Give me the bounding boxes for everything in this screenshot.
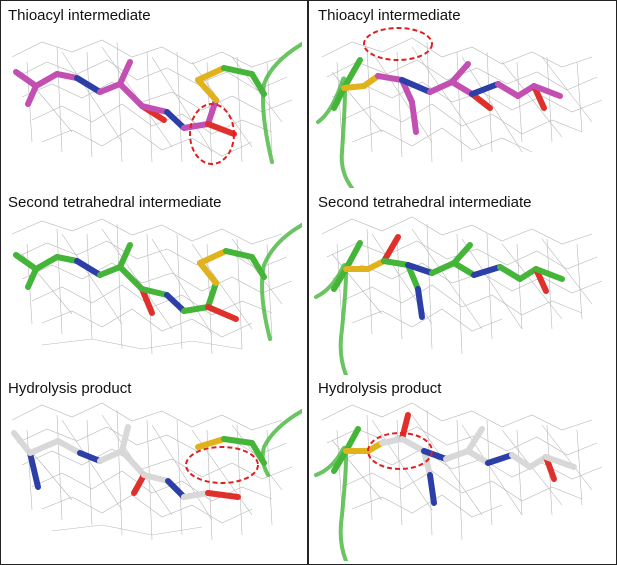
density-mesh [321, 216, 603, 355]
stick-model [13, 242, 267, 322]
highlight-circle [185, 446, 259, 484]
panel-thioacyl-left: Thioacyl intermediate [2, 2, 302, 188]
panel-label: Thioacyl intermediate [8, 7, 151, 24]
electron-density-model [314, 402, 603, 561]
panel-hydrolysis-left: Hydrolysis product [2, 375, 302, 561]
panel-thioacyl-right: Thioacyl intermediate [312, 2, 612, 188]
panel-second-tetrahedral-left: Second tetrahedral intermediate [2, 189, 302, 375]
highlight-circle [363, 27, 433, 61]
highlight-circle [189, 103, 235, 165]
density-mesh [11, 402, 293, 541]
stick-model [13, 59, 267, 137]
density-mesh [11, 218, 293, 355]
panel-label: Hydrolysis product [8, 380, 132, 397]
electron-density-model [11, 39, 302, 168]
stick-model [331, 234, 565, 320]
green-backbone [316, 76, 354, 188]
green-backbone [260, 409, 302, 477]
green-backbone [261, 42, 302, 164]
column-divider [307, 0, 309, 565]
electron-density-model [314, 216, 603, 375]
panel-label: Hydrolysis product [318, 380, 442, 397]
electron-density-model [316, 27, 603, 188]
stick-model [331, 57, 563, 135]
panel-hydrolysis-right: Hydrolysis product [312, 375, 612, 561]
electron-density-model [11, 218, 302, 355]
density-mesh [11, 39, 293, 168]
stick-model [331, 412, 577, 506]
density-mesh [321, 37, 603, 163]
panel-label: Second tetrahedral intermediate [8, 194, 222, 211]
panel-label: Second tetrahedral intermediate [318, 194, 532, 211]
green-backbone [260, 223, 302, 341]
panel-second-tetrahedral-right: Second tetrahedral intermediate [312, 189, 612, 375]
stick-model [11, 424, 267, 500]
green-backbone [314, 445, 348, 561]
density-mesh [321, 402, 603, 541]
highlight-circle [367, 432, 433, 470]
electron-density-model [11, 402, 302, 541]
panel-label: Thioacyl intermediate [318, 7, 461, 24]
